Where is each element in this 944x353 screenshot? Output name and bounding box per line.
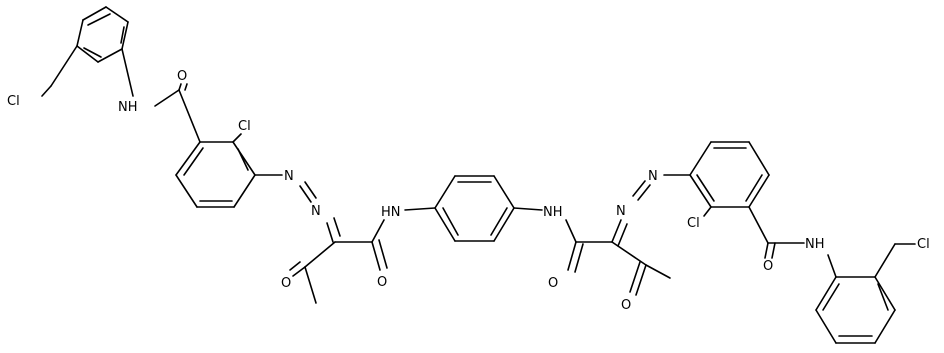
amine-label-2: HN — [381, 205, 401, 220]
amine-label-1: NH — [118, 100, 138, 115]
chlorine-label-3: Cl — [687, 216, 700, 231]
chlorine-label-1: Cl — [7, 94, 20, 109]
oxygen-label-1: O — [177, 69, 187, 84]
oxygen-label-2: O — [281, 276, 291, 291]
amine-label-4: NH — [805, 237, 825, 252]
nitrogen-label-3: N — [616, 204, 626, 219]
oxygen-label-5: O — [621, 298, 631, 313]
bond-lines — [41, 6, 916, 344]
oxygen-label-6: O — [763, 259, 773, 274]
nitrogen-label-1: N — [284, 169, 294, 184]
oxygen-label-4: O — [548, 276, 558, 291]
oxygen-label-3: O — [377, 275, 387, 290]
amine-label-3: NH — [543, 205, 563, 220]
chlorine-label-4: Cl — [917, 237, 930, 252]
atom-labels: Cl NH O Cl N N O O HN NH O N O N Cl O NH… — [7, 69, 930, 313]
nitrogen-label-2: N — [311, 204, 321, 219]
nitrogen-label-4: N — [648, 169, 658, 184]
chlorine-label-2: Cl — [238, 119, 251, 134]
